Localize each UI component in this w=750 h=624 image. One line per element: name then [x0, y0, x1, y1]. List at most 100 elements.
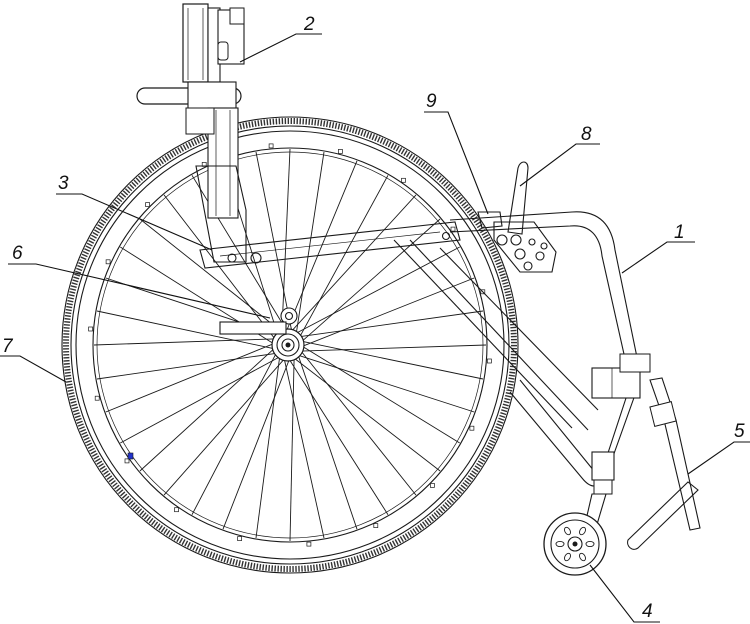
spoke: [302, 346, 460, 444]
frame-top-rail-inner: [449, 225, 629, 373]
frame-joint-cap: [619, 353, 651, 373]
spoke: [139, 348, 274, 472]
spoke-nipple: [306, 541, 312, 547]
spoke: [294, 358, 441, 472]
spoke-nipple: [124, 458, 130, 464]
rim-inner: [92, 147, 488, 543]
callout-6: 6: [12, 243, 23, 264]
brace-3: [439, 247, 599, 411]
callout-3: 3: [58, 173, 69, 194]
spoke-nipple: [430, 483, 435, 488]
rail-bolt-2: [227, 253, 237, 263]
caster-hole: [564, 526, 571, 536]
spoke: [255, 151, 293, 331]
spoke-nipple: [487, 358, 492, 364]
rim-outer: [75, 130, 505, 560]
seat-rail-inner: [219, 231, 441, 257]
footrest: [627, 377, 701, 550]
caster-stem: [593, 479, 613, 495]
leader-9: [424, 111, 489, 215]
caster-hole: [579, 526, 586, 536]
callout-5: 5: [734, 421, 745, 442]
spoke: [289, 358, 295, 542]
spoke: [301, 351, 417, 496]
caster: [543, 451, 615, 576]
brake-bolt-6: [528, 238, 536, 246]
frame-top-rail: [449, 211, 641, 373]
callout-8: 8: [581, 124, 592, 145]
spoke: [301, 344, 487, 352]
backrest-assembly: [136, 3, 287, 335]
callout-1: 1: [674, 222, 685, 243]
spoke: [297, 355, 358, 530]
caster-hole: [564, 552, 571, 562]
brace-1: [393, 239, 573, 429]
lower-frame: [509, 391, 637, 487]
controller-box: [182, 3, 209, 83]
spoke: [139, 218, 282, 332]
brake-bolt-4: [523, 261, 533, 271]
spoke-nipple: [268, 143, 274, 149]
spoke: [298, 354, 475, 413]
frame-joint: [591, 367, 641, 399]
spoke-nipple: [373, 523, 379, 528]
spoke-nipple: [469, 425, 475, 431]
spoke: [96, 352, 276, 380]
backrest-bracket: [195, 165, 247, 263]
caster-hub: [567, 536, 583, 552]
rear-wheel: [61, 116, 519, 574]
spoke: [93, 338, 275, 346]
seat-rail: [199, 221, 461, 269]
hub-axle: [285, 342, 291, 348]
hub-core: [281, 338, 295, 352]
spoke: [191, 353, 277, 515]
leader-4: [589, 564, 660, 623]
brake-lever: [507, 161, 529, 235]
leader-7: [0, 355, 67, 383]
spoke-nipple: [174, 507, 179, 513]
caster-housing: [591, 451, 615, 481]
tire-outer: [61, 116, 519, 574]
rail-bolt-3: [441, 231, 451, 241]
hub: [271, 307, 305, 362]
spoke-nipple: [145, 202, 150, 207]
brake-assembly: [227, 161, 557, 273]
controller-cap: [229, 7, 245, 25]
brake-bolt-3: [514, 248, 526, 260]
brake-bolt-2: [510, 234, 522, 246]
hub-ring: [276, 333, 300, 357]
brake-plate: [493, 221, 557, 273]
spoke-nipple: [450, 226, 456, 232]
footrest-tube: [649, 377, 701, 531]
caster-holes: [555, 526, 595, 562]
spokes: [93, 148, 487, 542]
spoke: [283, 359, 325, 539]
spoke-nipple: [105, 259, 111, 265]
spoke: [163, 359, 285, 496]
spoke: [289, 359, 389, 515]
controller-knob: [217, 41, 229, 61]
brace-2: [409, 239, 589, 431]
footrest-plate: [627, 481, 699, 550]
valve-marker: [127, 452, 134, 460]
tire-tread: [63, 118, 517, 572]
leader-2: [239, 33, 322, 63]
brake-bolt-5: [535, 251, 545, 261]
callout-2: 2: [303, 14, 315, 35]
axle-mount: [280, 307, 298, 325]
spoke: [191, 175, 287, 331]
leader-6: [8, 263, 271, 319]
handle-clamp: [187, 81, 237, 111]
frame-bracket-9: [477, 211, 503, 229]
spoke-nipple: [94, 395, 100, 401]
spoke: [296, 246, 460, 334]
frame: [199, 211, 651, 487]
spoke: [295, 151, 325, 333]
leader-3: [56, 193, 213, 251]
caster-hole: [579, 552, 586, 562]
callout-7: 7: [2, 336, 14, 357]
spoke: [302, 218, 441, 342]
spoke-nipples: [88, 143, 492, 547]
rail-bolt-1: [250, 252, 262, 264]
